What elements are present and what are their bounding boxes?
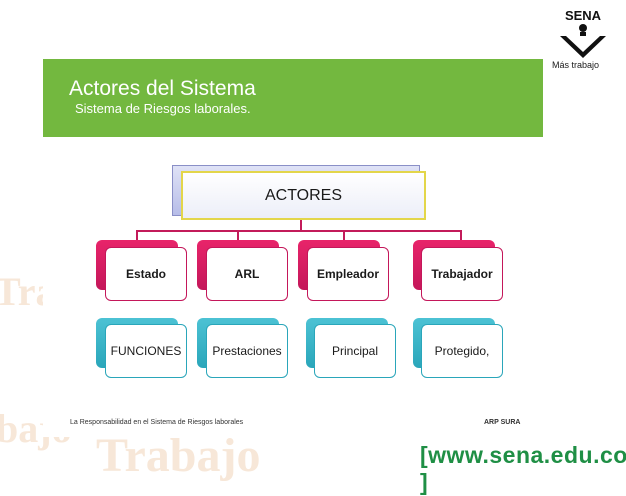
estado-node: Estado	[105, 247, 187, 301]
connector-estado	[136, 230, 138, 241]
root-node: ACTORES	[181, 171, 426, 220]
empleador-node: Empleador	[307, 247, 389, 301]
title-banner: Actores del Sistema Sistema de Riesgos l…	[43, 59, 543, 137]
trabajador-label: Trabajador	[431, 267, 493, 281]
estado-label: Estado	[125, 267, 166, 281]
principal-node: Principal	[314, 324, 396, 378]
arl-label: ARL	[234, 267, 260, 281]
logo-tagline: Más trabajo	[552, 60, 600, 70]
footer-source: ARP SURA	[484, 419, 521, 426]
arl-node: ARL	[206, 247, 288, 301]
sena-logo-icon: SENA	[560, 8, 606, 58]
protegido-node: Protegido,	[421, 324, 503, 378]
root-node-label: ACTORES	[264, 186, 343, 204]
slide-subtitle: Sistema de Riesgos laborales.	[75, 101, 251, 116]
connector-trunk	[300, 220, 302, 231]
website-url: [www.sena.edu.co ]	[420, 442, 626, 495]
principal-label: Principal	[331, 344, 379, 358]
footer-caption: La Responsabilidad en el Sistema de Ries…	[70, 419, 244, 426]
prestaciones-label: Prestaciones	[212, 344, 282, 358]
connector-trabajador	[460, 230, 462, 241]
background-word-3: Trabajo	[96, 429, 261, 482]
prestaciones-node: Prestaciones	[206, 324, 288, 378]
trabajador-node: Trabajador	[421, 247, 503, 301]
empleador-label: Empleador	[316, 267, 379, 281]
connector-empleador	[343, 230, 345, 241]
slide-title: Actores del Sistema	[69, 77, 256, 100]
funciones-node: FUNCIONES	[105, 324, 187, 378]
connector-arl	[237, 230, 239, 241]
connector-bus	[136, 230, 462, 232]
logo-text: SENA	[565, 8, 602, 23]
funciones-label: FUNCIONES	[110, 344, 182, 358]
protegido-label: Protegido,	[434, 344, 490, 358]
